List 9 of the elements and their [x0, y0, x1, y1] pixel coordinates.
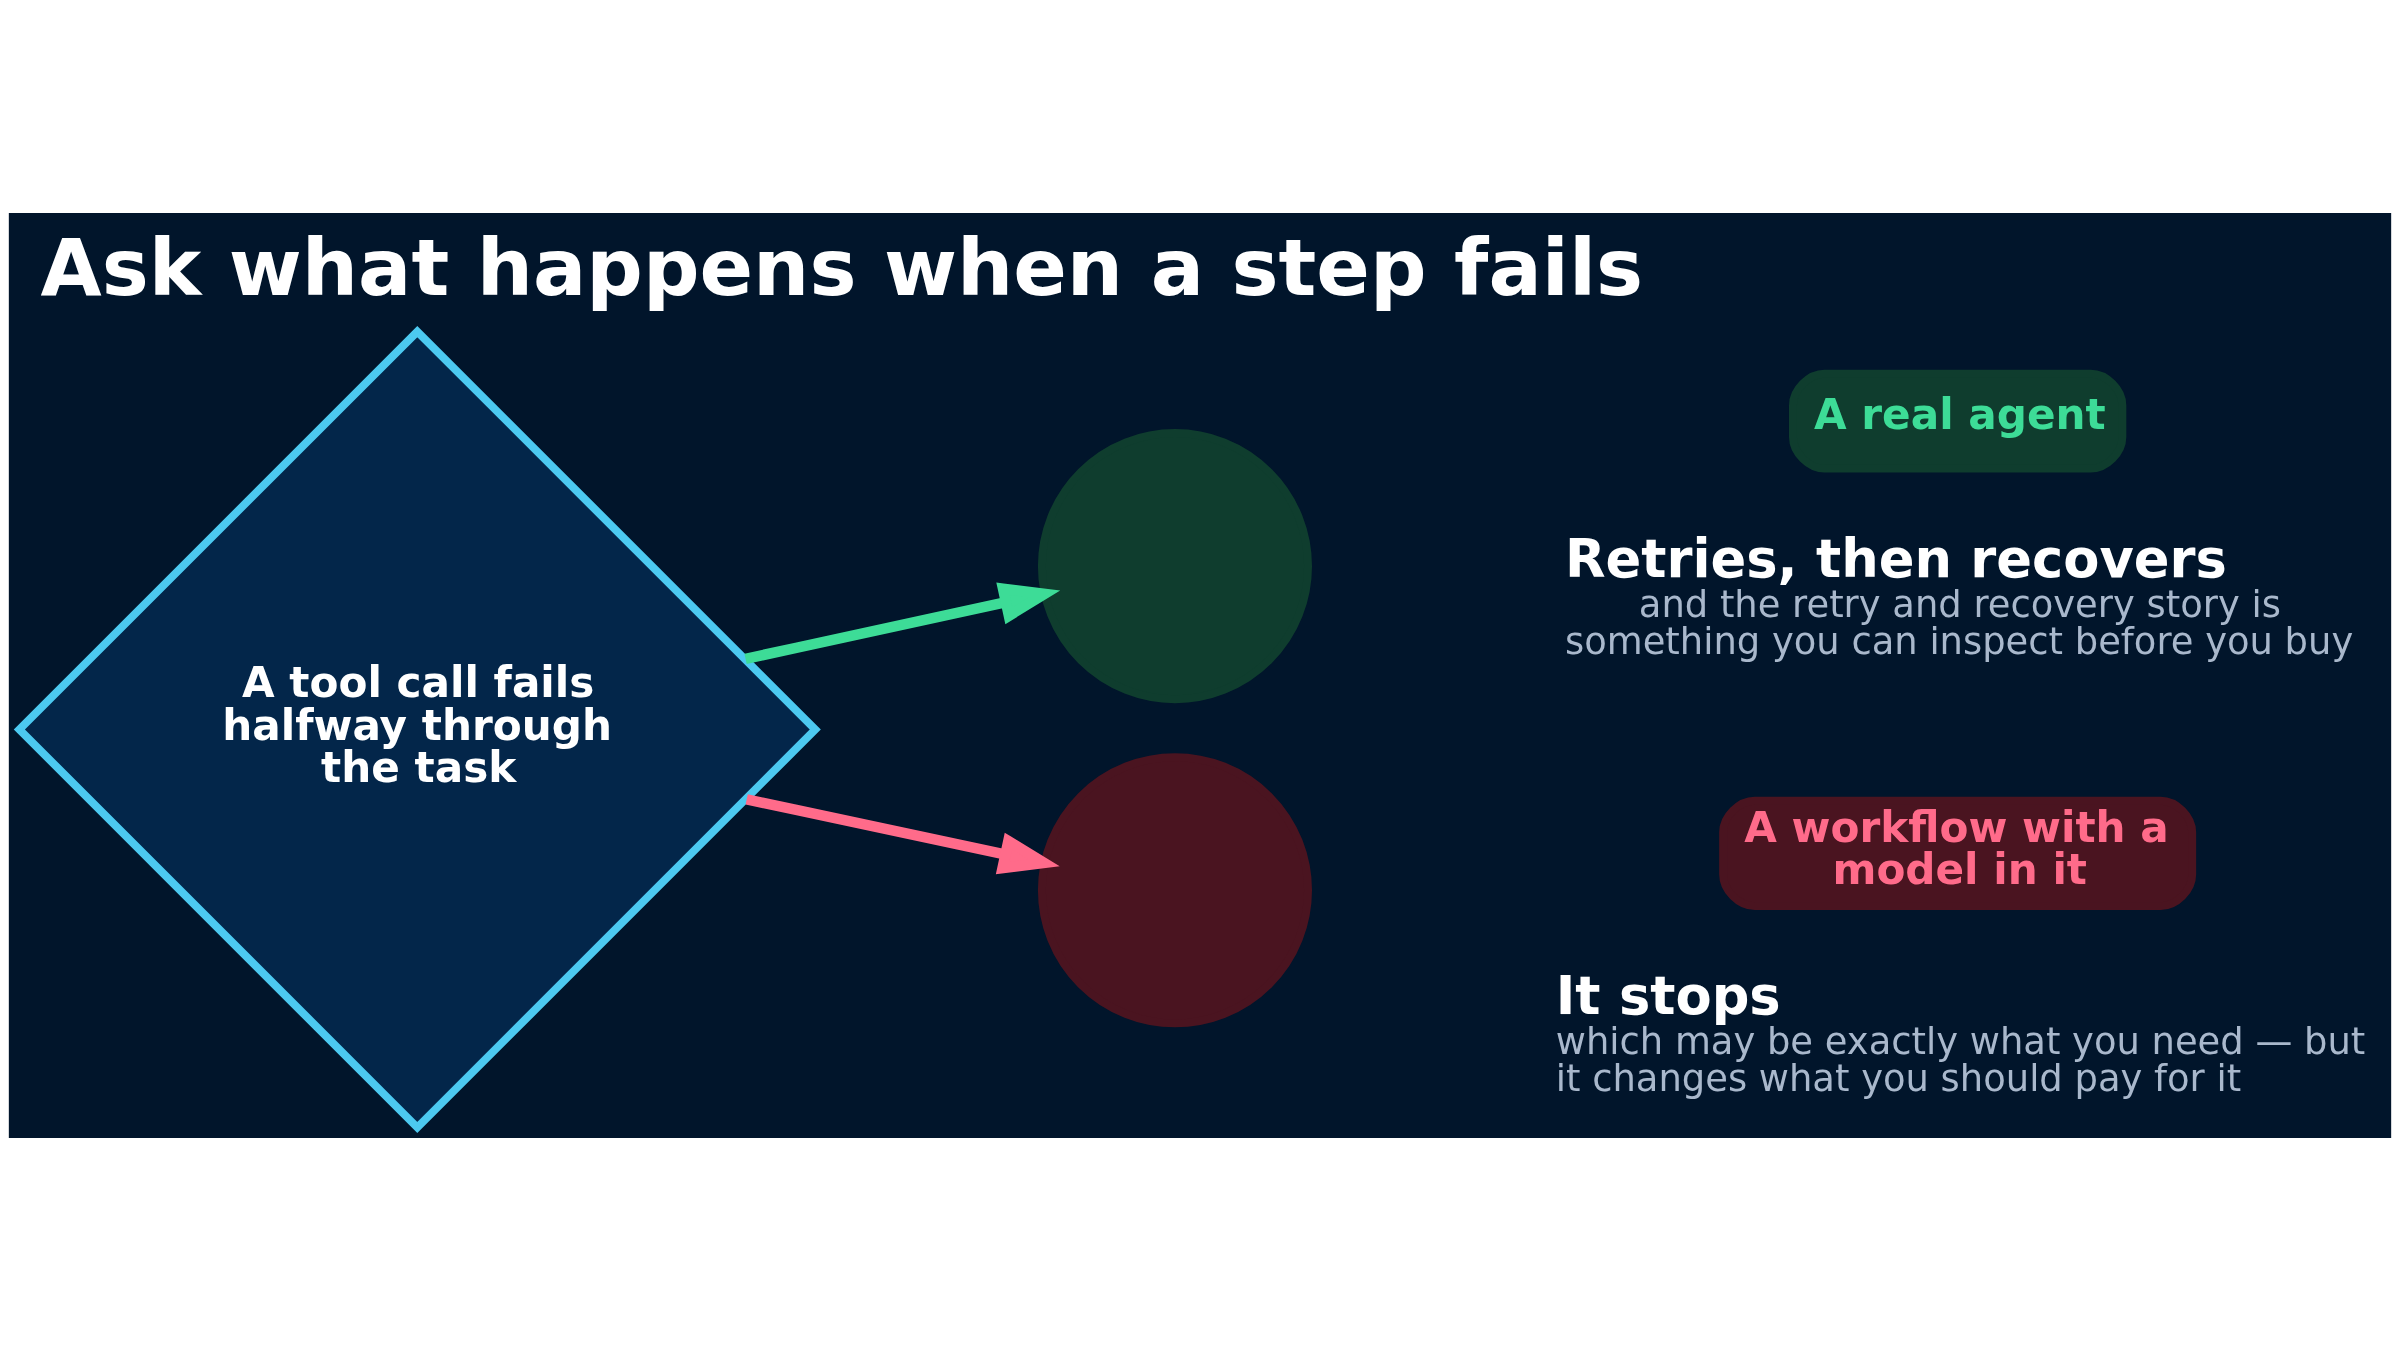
node-label: Retries, then recovers	[1564, 527, 2227, 589]
arrow	[744, 582, 1061, 664]
node-circle	[1037, 752, 1312, 1027]
node-diamond: A tool call fails halfway through the task	[13, 325, 821, 1133]
node-box: A real agent	[1789, 369, 2127, 473]
node-circle	[1037, 428, 1312, 703]
diagram-title: Ask what happens when a step fails	[40, 221, 1644, 314]
node-box: A workflow with a model in it	[1719, 796, 2197, 910]
arrow	[745, 793, 1060, 874]
